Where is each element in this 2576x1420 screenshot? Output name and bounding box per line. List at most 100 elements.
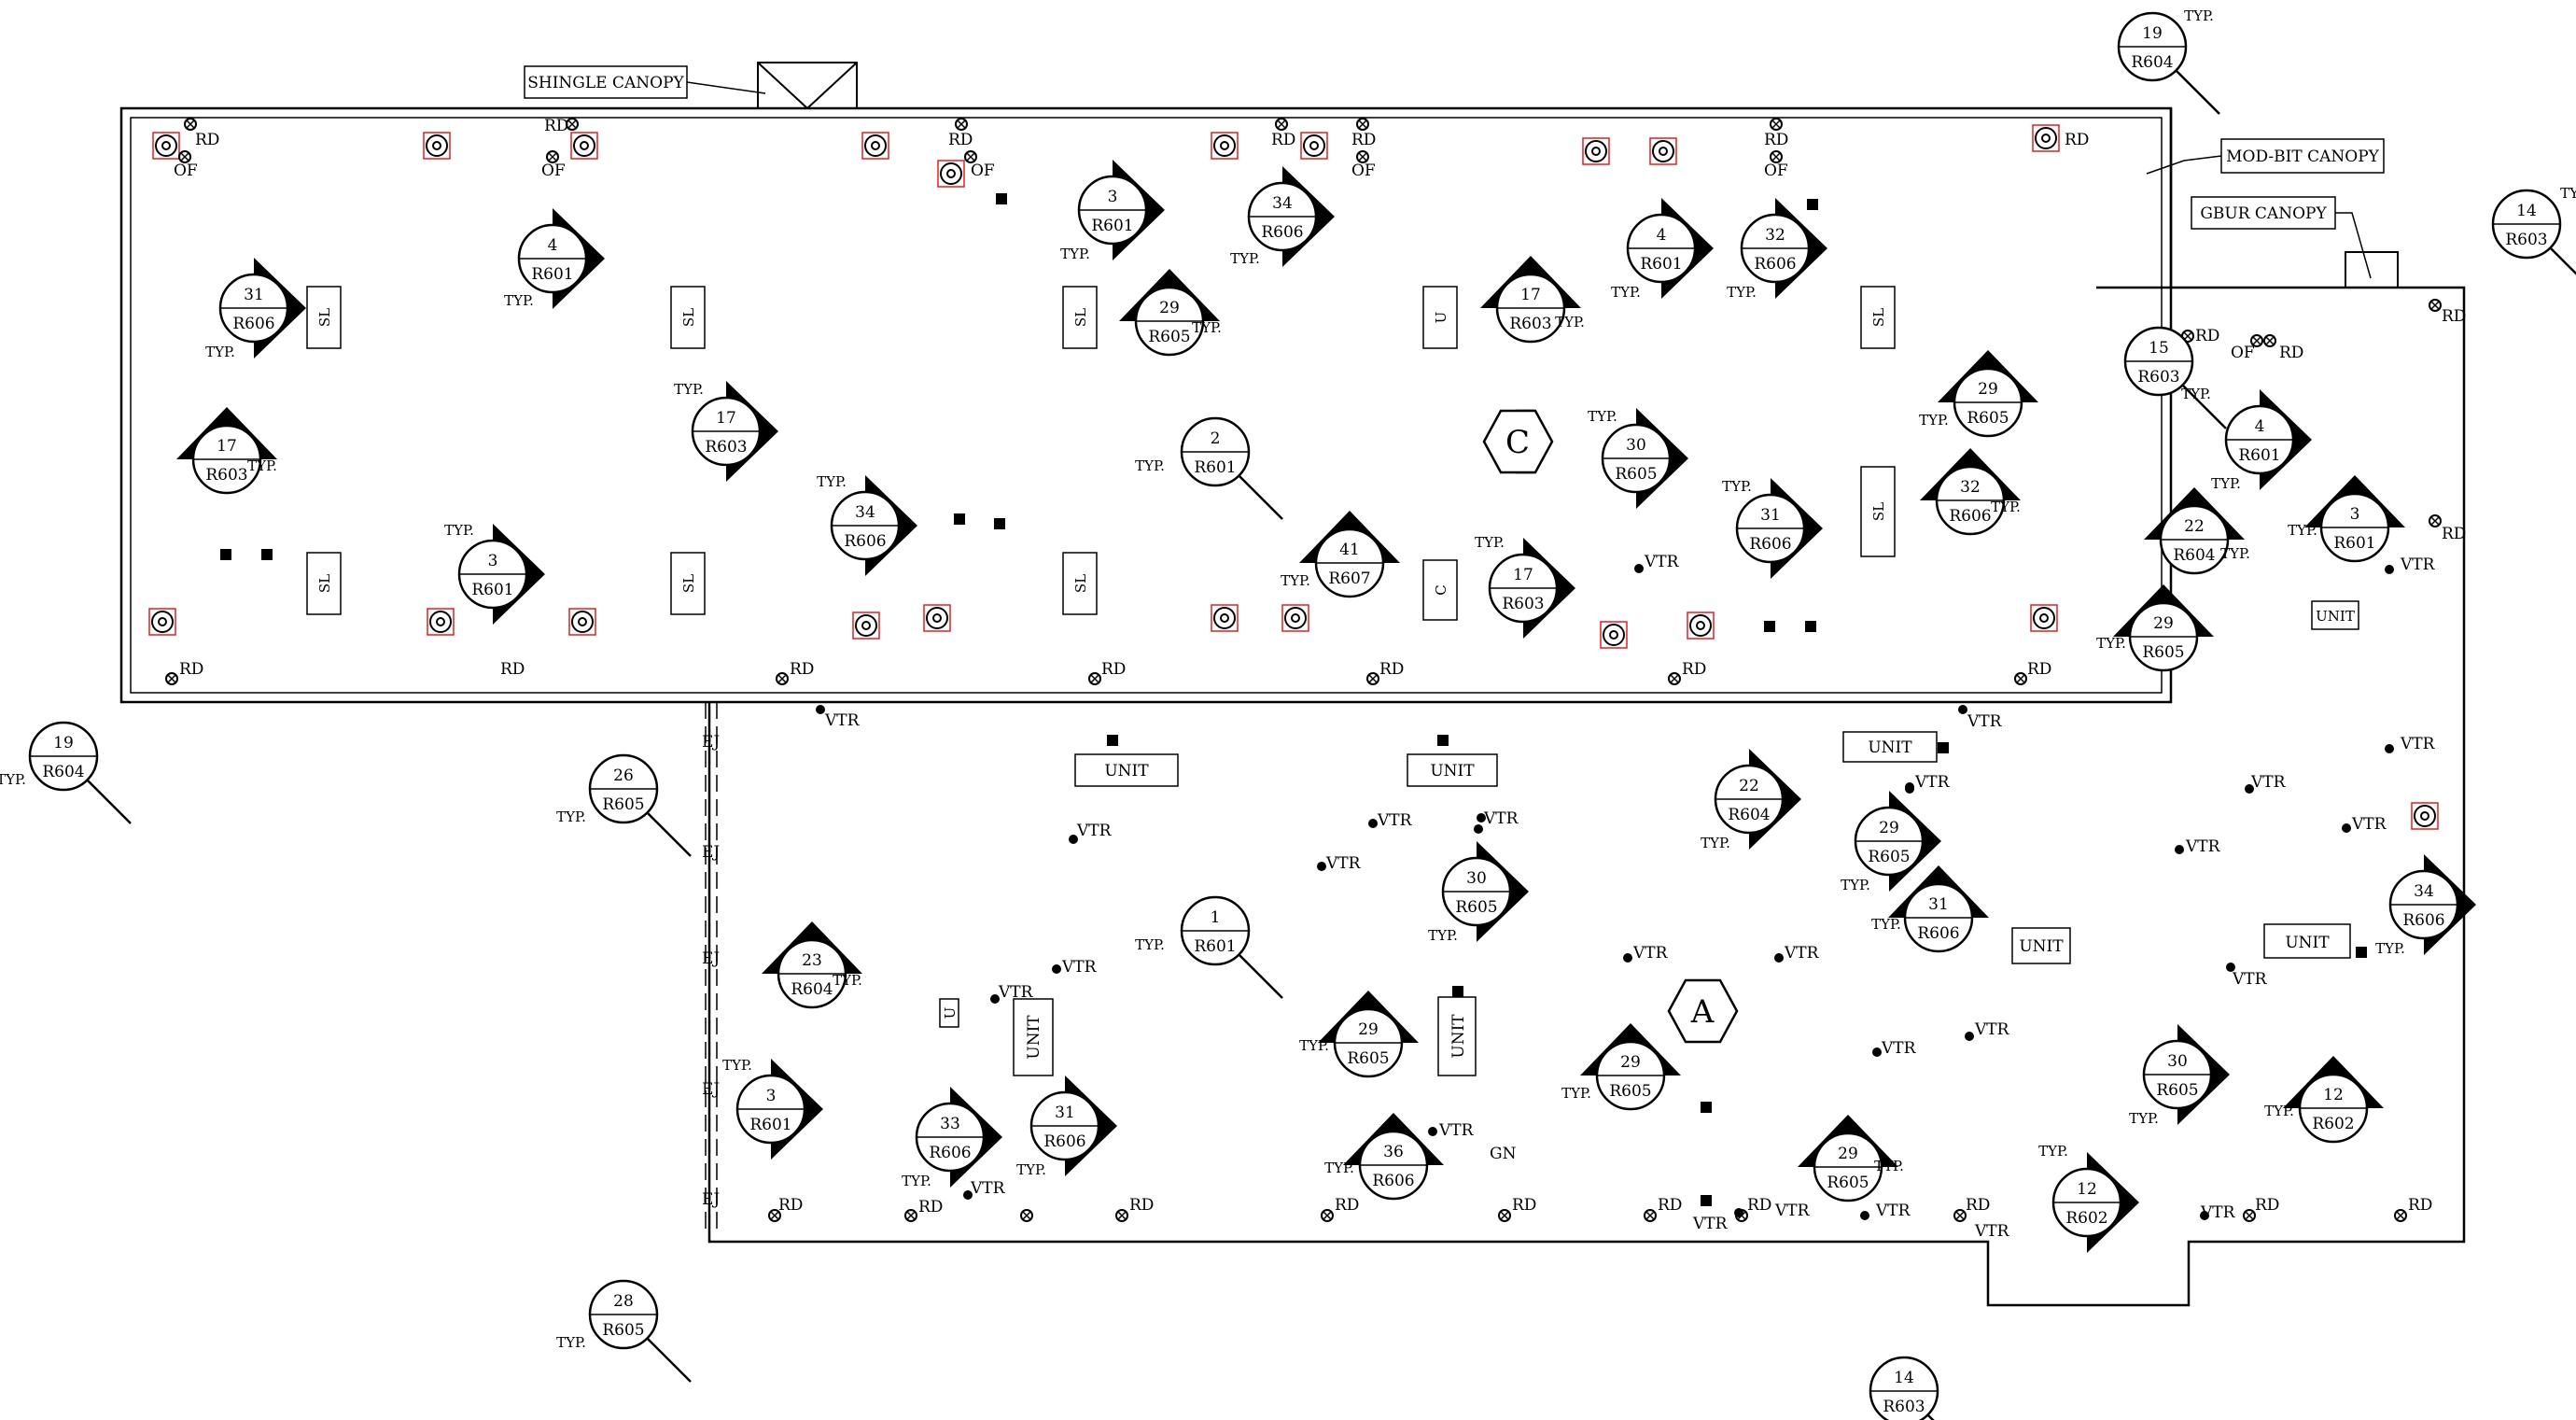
detail-number: 31 bbox=[1928, 895, 1949, 914]
area-a-label: A bbox=[1690, 993, 1715, 1031]
vtr-label: VTR bbox=[1974, 1222, 2010, 1241]
unit-label: UNIT bbox=[1430, 762, 1475, 780]
detail-sheet: R601 bbox=[1640, 255, 1682, 274]
vtr-label: VTR bbox=[1875, 1202, 1911, 1220]
vtr-label: VTR bbox=[2250, 773, 2287, 792]
typ-label: TYP. bbox=[1611, 284, 1641, 301]
detail-number: 15 bbox=[2149, 339, 2169, 358]
detail-number: 29 bbox=[1978, 380, 1998, 399]
typ-label: TYP. bbox=[1135, 457, 1165, 474]
detail-number: 31 bbox=[244, 286, 264, 304]
equipment bbox=[306, 286, 2359, 1076]
typ-label: TYP. bbox=[1841, 877, 1870, 893]
of-label: OF bbox=[174, 162, 198, 180]
detail-sheet: R605 bbox=[1347, 1049, 1389, 1068]
detail-number: 29 bbox=[1879, 819, 1899, 837]
rd-label: RD bbox=[948, 131, 973, 149]
ej-label: EJ bbox=[702, 733, 720, 752]
detail-sheet: R604 bbox=[42, 763, 84, 781]
unit-label: UNIT bbox=[2316, 608, 2355, 625]
detail-number: 34 bbox=[1272, 194, 1293, 213]
mod-bit-canopy-label: MOD-BIT CANOPY bbox=[2226, 148, 2380, 166]
typ-label: TYP. bbox=[2181, 386, 2211, 402]
typ-label: TYP. bbox=[504, 292, 534, 309]
skylight-label: SL bbox=[1870, 308, 1887, 327]
rd-label: RD bbox=[790, 660, 814, 679]
detail-sheet: R603 bbox=[205, 466, 247, 485]
detail-sheet: R603 bbox=[1509, 315, 1551, 333]
detail-number: 19 bbox=[2142, 24, 2163, 43]
ej-label: EJ bbox=[702, 1080, 720, 1099]
detail-number: 33 bbox=[940, 1115, 960, 1133]
equipment-labels: SL SL SL SL SL SL SL SL U C UNIT UNIT UN… bbox=[316, 308, 2355, 1060]
typ-label: TYP. bbox=[205, 344, 235, 360]
vtr-label: VTR bbox=[1438, 1121, 1475, 1140]
detail-sheet: R604 bbox=[2173, 546, 2215, 565]
detail-number: 12 bbox=[2323, 1086, 2344, 1104]
detail-sheet: R606 bbox=[844, 532, 886, 551]
detail-sheet: R606 bbox=[2402, 911, 2444, 930]
skylight-label: SL bbox=[316, 574, 333, 593]
typ-label: TYP. bbox=[1871, 916, 1901, 933]
typ-label: TYP. bbox=[1555, 314, 1585, 330]
rd-label: RD bbox=[544, 117, 568, 135]
typ-label: TYP. bbox=[722, 1057, 752, 1074]
detail-number: 4 bbox=[548, 236, 558, 255]
detail-number: 4 bbox=[1657, 226, 1667, 245]
detail-sheet: R603 bbox=[2505, 231, 2547, 249]
typ-label: TYP. bbox=[1281, 572, 1310, 589]
detail-number: 29 bbox=[1159, 299, 1180, 317]
detail-sheet: R603 bbox=[2137, 368, 2179, 387]
typ-label: TYP. bbox=[1324, 1160, 1354, 1176]
typ-label: TYP. bbox=[1060, 246, 1090, 262]
detail-sheet: R605 bbox=[1455, 898, 1497, 917]
detail-callout: 14R603TYP. bbox=[2491, 185, 2576, 275]
detail-sheet: R605 bbox=[1609, 1082, 1651, 1101]
typ-label: TYP. bbox=[1230, 250, 1260, 267]
expansion-joint bbox=[705, 702, 718, 1232]
unit-label: UNIT bbox=[1449, 1014, 1468, 1059]
typ-label: TYP. bbox=[556, 808, 586, 825]
detail-number: 17 bbox=[217, 437, 237, 456]
typ-label: TYP. bbox=[1874, 1158, 1904, 1174]
vtr-label: VTR bbox=[2400, 735, 2436, 753]
detail-number: 26 bbox=[613, 766, 634, 785]
detail-number: 29 bbox=[1620, 1053, 1641, 1072]
detail-number: 3 bbox=[1108, 188, 1118, 206]
rd-label: RD bbox=[1351, 131, 1376, 149]
typ-label: TYP. bbox=[2096, 635, 2126, 652]
rd-label: RD bbox=[2065, 131, 2089, 149]
typ-label: TYP. bbox=[674, 381, 704, 398]
area-c-hexagon: C bbox=[1482, 409, 1554, 474]
detail-number: 17 bbox=[1520, 286, 1541, 304]
typ-label: TYP. bbox=[1016, 1161, 1046, 1178]
typ-label: TYP. bbox=[1588, 408, 1617, 425]
typ-label: TYP. bbox=[902, 1173, 931, 1189]
rd-label: RD bbox=[1658, 1196, 1682, 1215]
rd-label: RD bbox=[1335, 1196, 1359, 1215]
rd-label: RD bbox=[2442, 525, 2466, 543]
unit-label: UNIT bbox=[2285, 934, 2330, 952]
detail-number: 30 bbox=[1466, 869, 1487, 888]
typ-label: TYP. bbox=[1701, 835, 1730, 851]
typ-label: TYP. bbox=[2129, 1110, 2159, 1127]
